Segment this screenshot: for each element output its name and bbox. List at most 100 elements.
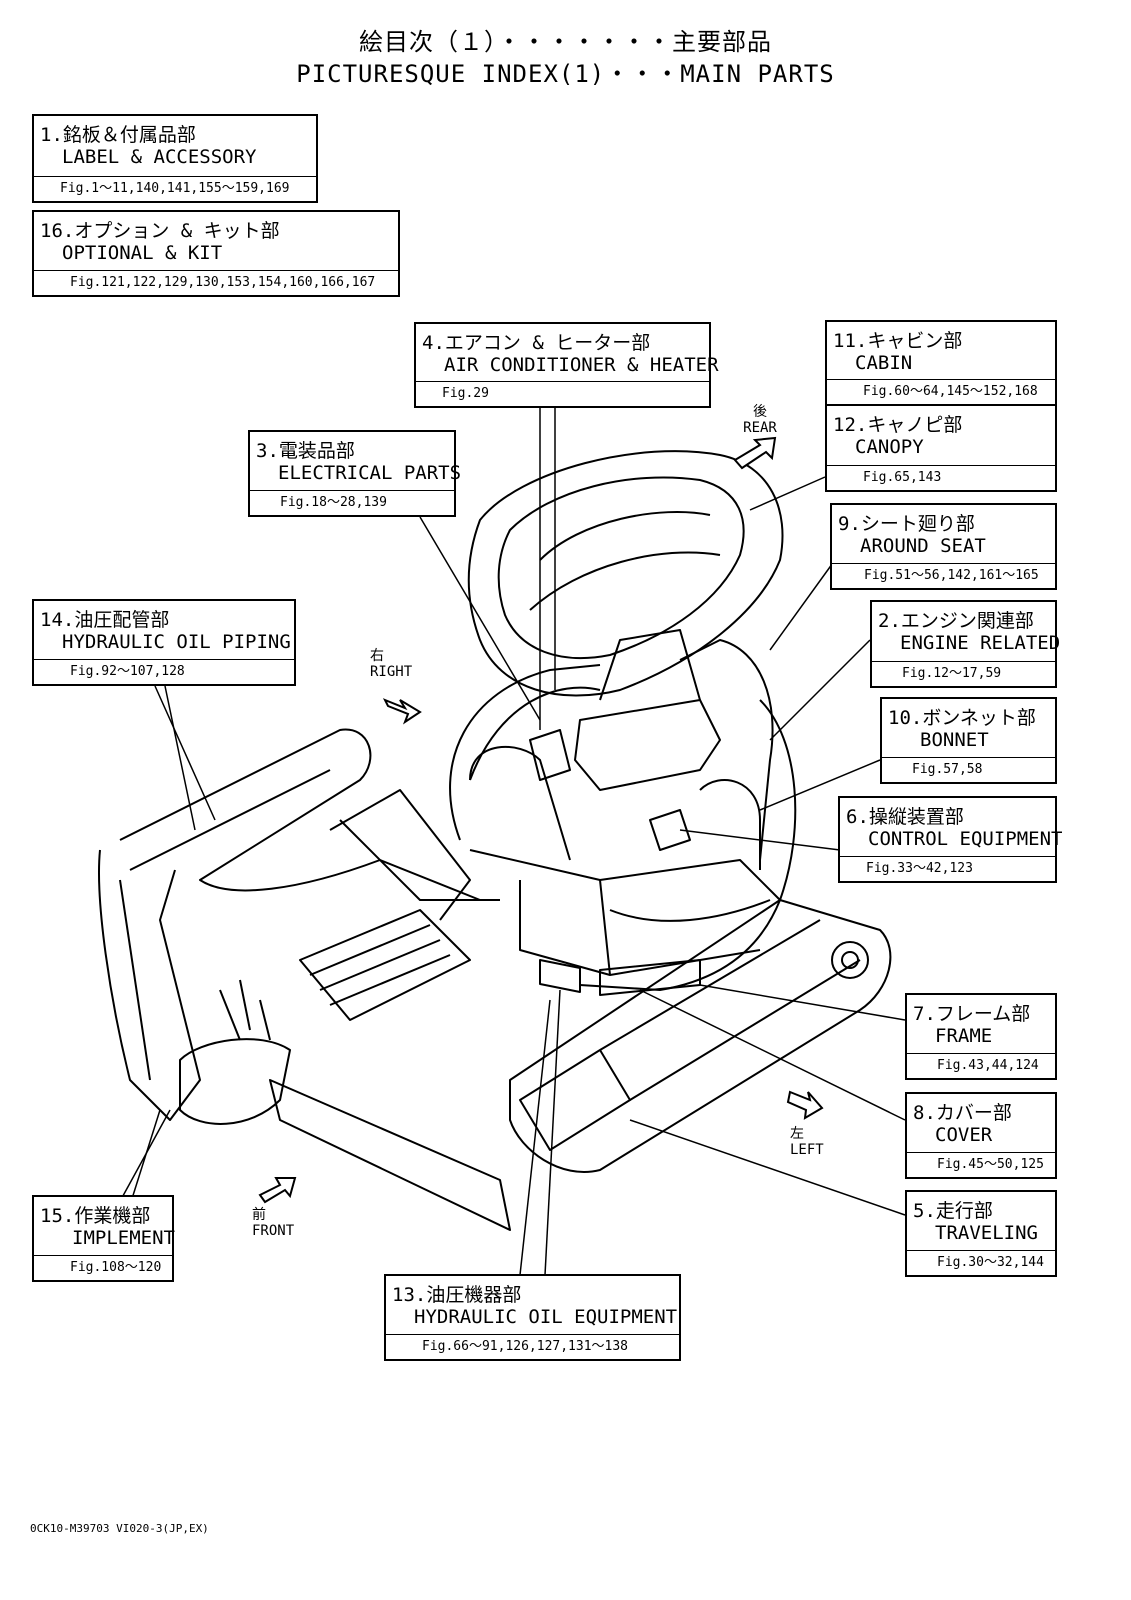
callout-jp: 5.走行部 <box>913 1200 993 1222</box>
track-right <box>509 899 892 1173</box>
callout-jp: 1.銘板＆付属品部 <box>40 124 196 146</box>
callout-jp: 4.エアコン & ヒーター部 <box>422 332 651 354</box>
callout-en: LABEL & ACCESSORY <box>62 146 257 168</box>
callout-jp: 2.エンジン関連部 <box>878 610 1034 632</box>
direction-rear: 後 REAR <box>740 404 780 436</box>
callout-fig: Fig.65,143 <box>827 465 1055 490</box>
callout-jp: 9.シート廻り部 <box>838 513 975 535</box>
leader-3 <box>419 516 541 721</box>
leader-13b <box>544 989 561 1276</box>
callout-en: BONNET <box>920 729 989 751</box>
direction-left-en: LEFT <box>790 1142 824 1158</box>
callout-electrical-parts: 3.電装品部 ELECTRICAL PARTS Fig.18〜28,139 <box>248 430 461 517</box>
page-title-jp: 絵目次（１）・・・・・・・主要部品 <box>359 28 772 56</box>
callout-fig: Fig.108〜120 <box>34 1255 172 1280</box>
callout-fig: Fig.60〜64,145〜152,168 <box>827 379 1055 404</box>
direction-left-jp: 左 <box>790 1126 804 1142</box>
callout-frame: 7.フレーム部 FRAME Fig.43,44,124 <box>905 993 1057 1080</box>
callout-fig: Fig.1〜11,140,141,155〜159,169 <box>34 176 316 201</box>
direction-right-en: RIGHT <box>370 664 413 680</box>
leader-13 <box>519 999 551 1276</box>
leader-6 <box>679 829 841 851</box>
callout-implement: 15.作業機部 IMPLEMENT Fig.108〜120 <box>32 1195 175 1282</box>
callout-en: CABIN <box>855 352 913 374</box>
callout-fig: Fig.51〜56,142,161〜165 <box>832 563 1055 588</box>
callout-hydraulic-oil-equipment: 13.油圧機器部 HYDRAULIC OIL EQUIPMENT Fig.66〜… <box>384 1274 681 1361</box>
callout-fig: Fig.12〜17,59 <box>872 661 1055 686</box>
callout-en: HYDRAULIC OIL EQUIPMENT <box>414 1306 678 1328</box>
leader-5 <box>629 1119 906 1216</box>
leader-15b <box>129 1109 161 1206</box>
callout-en: COVER <box>935 1124 993 1146</box>
leader-14 <box>154 685 216 821</box>
callout-jp: 13.油圧機器部 <box>392 1284 522 1306</box>
rear-arrow-icon <box>733 436 777 470</box>
callout-en: FRAME <box>935 1025 993 1047</box>
callout-air-conditioner: 4.エアコン & ヒーター部 AIR CONDITIONER & HEATER … <box>414 322 719 408</box>
callout-fig: Fig.57,58 <box>882 757 1055 782</box>
dozer-blade <box>269 1079 511 1231</box>
arm <box>98 849 201 1121</box>
track-left <box>299 909 471 1021</box>
callout-fig: Fig.33〜42,123 <box>840 856 1055 881</box>
callout-en: AROUND SEAT <box>860 535 986 557</box>
direction-rear-en: REAR <box>743 420 777 436</box>
callout-jp: 16.オプション & キット部 <box>40 220 280 242</box>
direction-rear-jp: 後 <box>753 404 767 420</box>
callout-bonnet: 10.ボンネット部 BONNET Fig.57,58 <box>880 697 1057 784</box>
direction-left: 左 LEFT <box>790 1126 840 1158</box>
callout-fig: Fig.45〜50,125 <box>907 1152 1055 1177</box>
machine-body <box>449 664 601 841</box>
callout-fig: Fig.29 <box>416 381 709 406</box>
callout-en: ENGINE RELATED <box>900 632 1061 654</box>
callout-jp: 3.電装品部 <box>256 440 355 462</box>
callout-jp: 6.操縦装置部 <box>846 806 964 828</box>
document-code: 0CK10-M39703 VI020-3(JP,EX) <box>30 1522 209 1535</box>
callout-jp: 8.カバー部 <box>913 1102 1012 1124</box>
callout-around-seat: 9.シート廻り部 AROUND SEAT Fig.51〜56,142,161〜1… <box>830 503 1057 590</box>
callout-jp: 12.キャノピ部 <box>833 414 963 436</box>
callout-jp: 7.フレーム部 <box>913 1003 1031 1025</box>
direction-front: 前 FRONT <box>252 1207 308 1239</box>
callout-traveling: 5.走行部 TRAVELING Fig.30〜32,144 <box>905 1190 1057 1277</box>
callout-engine-related: 2.エンジン関連部 ENGINE RELATED Fig.12〜17,59 <box>870 600 1061 688</box>
callout-jp: 11.キャビン部 <box>833 330 963 352</box>
canopy-roof <box>467 450 784 697</box>
callout-en: HYDRAULIC OIL PIPING <box>62 631 291 653</box>
callout-fig: Fig.66〜91,126,127,131〜138 <box>386 1334 679 1359</box>
front-arrow-icon <box>258 1177 297 1204</box>
callout-fig: Fig.18〜28,139 <box>250 490 454 515</box>
leader-9 <box>769 559 836 651</box>
callout-en: IMPLEMENT <box>72 1227 175 1249</box>
callout-fig: Fig.30〜32,144 <box>907 1250 1055 1275</box>
callout-en: AIR CONDITIONER & HEATER <box>444 354 719 376</box>
leader-15 <box>117 1109 171 1206</box>
leader-14b <box>164 685 196 831</box>
callout-cover: 8.カバー部 COVER Fig.45〜50,125 <box>905 1092 1057 1179</box>
direction-front-en: FRONT <box>252 1223 295 1239</box>
boom <box>119 728 481 901</box>
leader-8 <box>639 989 906 1121</box>
callout-en: OPTIONAL & KIT <box>62 242 223 264</box>
direction-right-jp: 右 <box>370 648 384 664</box>
direction-front-jp: 前 <box>252 1207 266 1223</box>
callout-fig: Fig.43,44,124 <box>907 1053 1055 1078</box>
callout-hydraulic-oil-piping: 14.油圧配管部 HYDRAULIC OIL PIPING Fig.92〜107… <box>32 599 296 686</box>
left-arrow-icon <box>786 1090 824 1120</box>
callout-jp: 15.作業機部 <box>40 1205 151 1227</box>
callout-fig: Fig.92〜107,128 <box>34 659 294 684</box>
leader-10 <box>759 759 881 811</box>
callout-en: CANOPY <box>855 436 924 458</box>
callout-en: TRAVELING <box>935 1222 1038 1244</box>
bucket <box>179 1038 291 1125</box>
direction-right: 右 RIGHT <box>370 648 426 680</box>
right-arrow-icon <box>382 698 422 725</box>
leader-11 <box>749 476 826 511</box>
leader-2 <box>769 639 871 741</box>
callout-canopy: 12.キャノピ部 CANOPY Fig.65,143 <box>825 404 1057 492</box>
seat <box>574 699 721 791</box>
leader-7 <box>699 984 906 1021</box>
callout-optional-kit: 16.オプション & キット部 OPTIONAL & KIT Fig.121,1… <box>32 210 400 297</box>
page-title-en: PICTURESQUE INDEX(1)・・・MAIN PARTS <box>296 60 835 88</box>
callout-cabin: 11.キャビン部 CABIN Fig.60〜64,145〜152,168 <box>825 320 1057 406</box>
